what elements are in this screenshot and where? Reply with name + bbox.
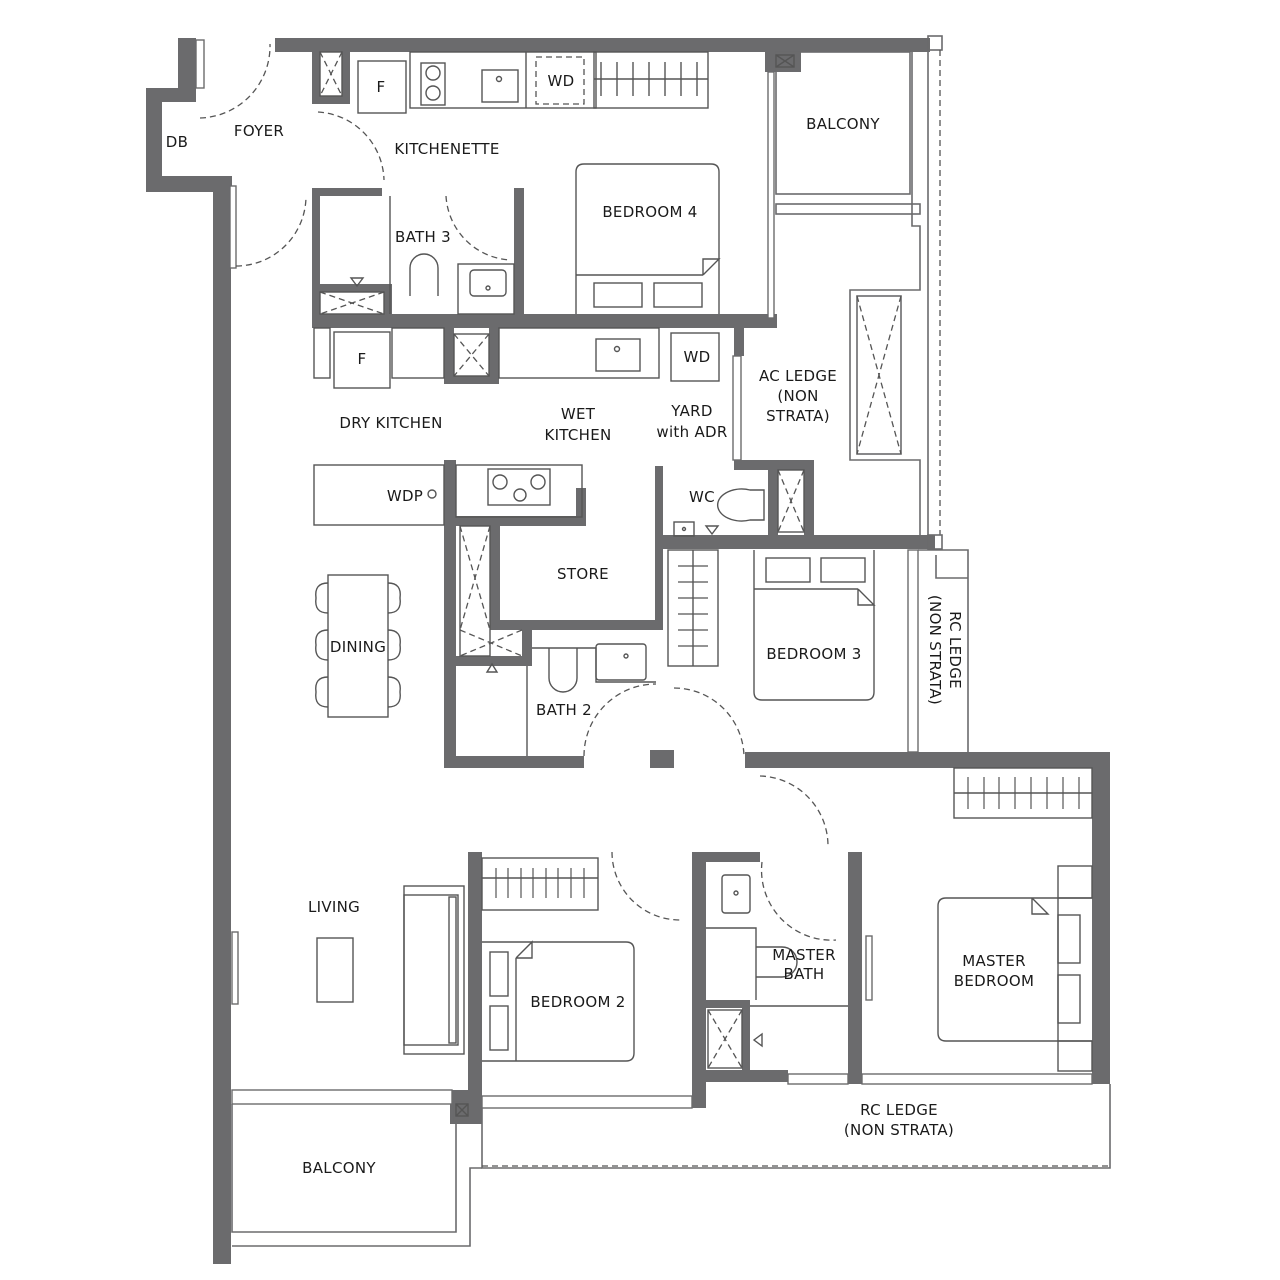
label-bedroom4: BEDROOM 4: [602, 203, 697, 221]
label-rc-ledge-side-1: RC LEDGE: [946, 611, 964, 689]
label-yard-2: with ADR: [656, 423, 727, 441]
label-yard-1: YARD: [670, 402, 712, 420]
fixture-fridge-kitchenette: F: [377, 78, 386, 96]
label-ac-ledge-3: STRATA): [766, 407, 830, 425]
fixture-wdp: WDP: [387, 487, 423, 505]
label-bath3: BATH 3: [395, 228, 451, 246]
label-rc-ledge-side-2: (NON STRATA): [926, 595, 944, 705]
label-master-bedroom-2: BEDROOM: [954, 972, 1034, 990]
fixture-wd-yard: WD: [684, 348, 711, 366]
label-db: DB: [166, 133, 188, 151]
fixture-wd-kitchenette: WD: [548, 72, 575, 90]
door-swings: [199, 43, 837, 941]
label-foyer: FOYER: [234, 122, 284, 140]
label-ac-ledge-2: (NON: [777, 387, 818, 405]
label-bedroom2: BEDROOM 2: [530, 993, 625, 1011]
fridge-kitchenette: [357, 60, 407, 114]
label-ac-ledge-1: AC LEDGE: [759, 367, 837, 385]
label-bedroom3: BEDROOM 3: [766, 645, 861, 663]
label-balcony-bottom: BALCONY: [302, 1159, 376, 1177]
label-master-bath-1: MASTER: [772, 946, 836, 964]
fridge-dry-kitchen: [333, 331, 391, 389]
fixtures: [313, 51, 1093, 1117]
label-wc: WC: [689, 488, 715, 506]
label-wet-kitchen-2: KITCHEN: [544, 426, 611, 444]
windows-and-ledges: [195, 35, 1111, 1247]
label-store: STORE: [557, 565, 609, 583]
label-balcony-top: BALCONY: [806, 115, 880, 133]
label-dining: DINING: [330, 638, 386, 656]
label-wet-kitchen-1: WET: [561, 405, 596, 423]
label-rc-ledge-bottom-1: RC LEDGE: [860, 1101, 938, 1119]
label-master-bedroom-1: MASTER: [962, 952, 1026, 970]
label-rc-ledge-bottom-2: (NON STRATA): [844, 1121, 954, 1139]
label-bath2: BATH 2: [536, 701, 592, 719]
label-living: LIVING: [308, 898, 360, 916]
fixture-fridge-dry-kitchen: F: [358, 350, 367, 368]
room-labels: DB FOYER KITCHENETTE BATH 3 BEDROOM 4 BA…: [166, 72, 1034, 1177]
label-dry-kitchen: DRY KITCHEN: [339, 414, 442, 432]
label-master-bath-2: BATH: [783, 965, 824, 983]
label-kitchenette: KITCHENETTE: [394, 140, 499, 158]
